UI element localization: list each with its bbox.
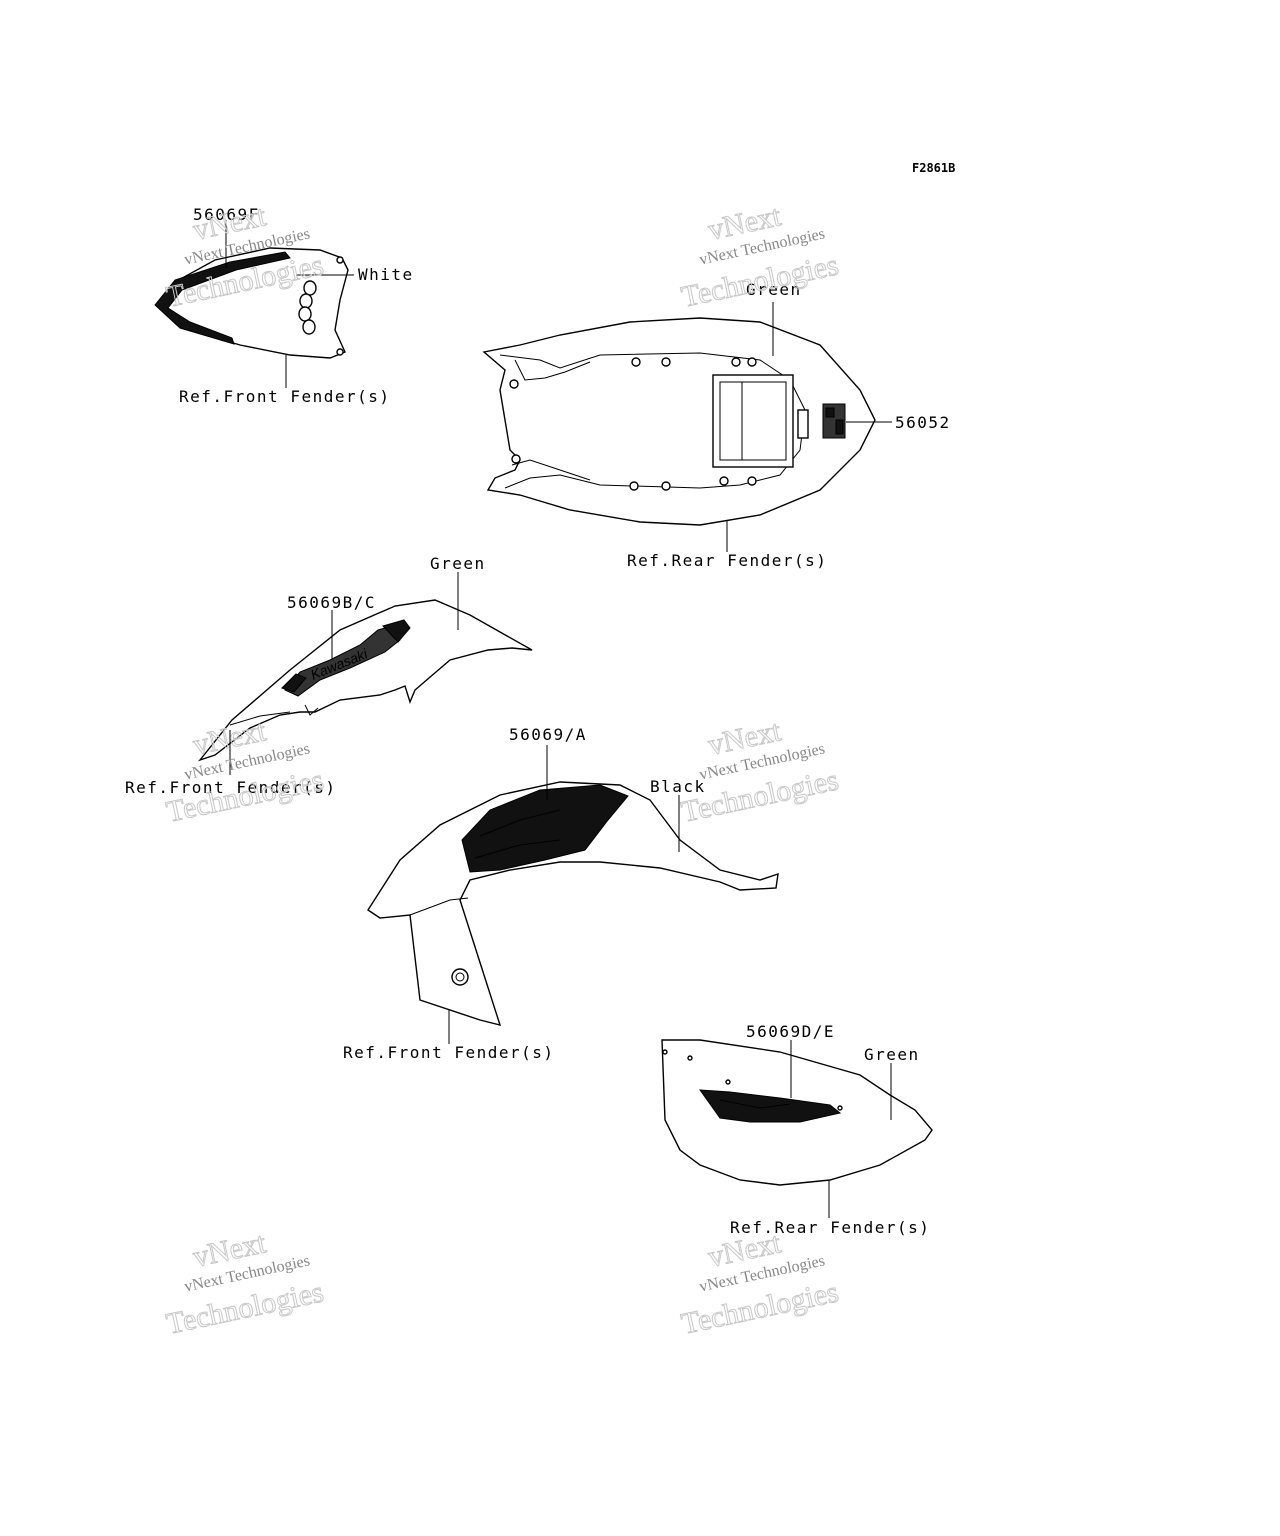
callout-black: Black [650,777,706,796]
callout-seat-label: 56052 [895,413,951,432]
callout-green-left-shroud: Green [430,554,486,573]
callout-ref-front-fender-3: Ref.Front Fender(s) [343,1043,555,1062]
rear-fender-part [482,317,876,526]
side-cover-part [661,1039,933,1186]
watermark-mid-right: vNext vNext Technologies Technologies [678,714,842,830]
callout-side-cover-decal: 56069D/E [746,1022,835,1041]
callout-tail-cover-decal: 56069F [193,205,260,224]
callout-right-shroud-decal: 56069/A [509,725,587,744]
callout-white: White [358,265,414,284]
left-shroud-part: Kawasaki [197,599,533,762]
callout-ref-rear-fender-1: Ref.Rear Fender(s) [627,551,827,570]
watermark-mid-left: vNext vNext Technologies Technologies [163,714,327,830]
callout-ref-front-fender-1: Ref.Front Fender(s) [179,387,391,406]
callout-ref-front-fender-2: Ref.Front Fender(s) [125,778,337,797]
callout-green-side-cover: Green [864,1045,920,1064]
right-shroud-part [367,781,779,1026]
watermark-bottom-left: vNext vNext Technologies Technologies [163,1226,327,1342]
callout-left-shroud-decal: 56069B/C [287,593,376,612]
figure-code: F2861B [912,161,955,175]
watermark-top-right: vNext vNext Technologies Technologies [678,199,842,315]
callout-ref-rear-fender-2: Ref.Rear Fender(s) [730,1218,930,1237]
callout-green-seat: Green [746,280,802,299]
